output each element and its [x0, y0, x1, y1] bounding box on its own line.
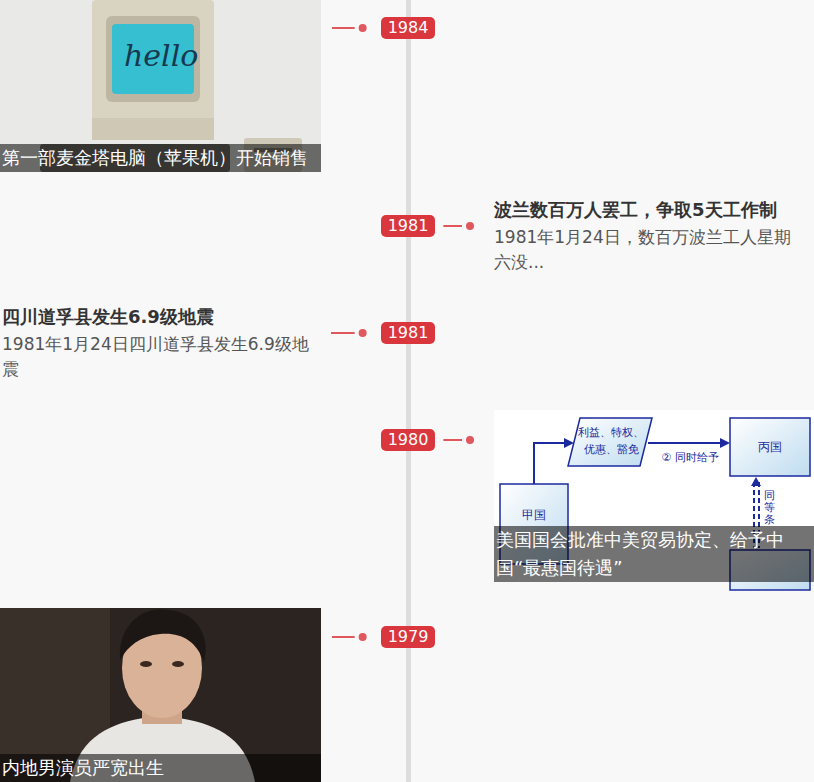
- event-summary: 1981年1月24日，数百万波兰工人星期六没...: [494, 225, 806, 275]
- year-label: 1979: [381, 626, 436, 648]
- year-badge: 1984: [381, 17, 436, 39]
- trade-diagram-picture-part: [720, 438, 730, 448]
- picture-label: 甲国: [500, 507, 568, 523]
- year-label: 1984: [381, 17, 436, 39]
- picture-label-holder: 同等条: [764, 490, 775, 526]
- event-summary: 1981年1月24日四川道孚县发生6.9级地震: [2, 332, 320, 382]
- timeline-connector: [332, 24, 367, 32]
- trade-diagram-picture-part: [730, 418, 810, 476]
- trade-diagram-picture-part: [494, 410, 814, 582]
- year-badge: 1979: [381, 626, 436, 648]
- timeline-connector: [443, 436, 474, 444]
- photo-caption: 内地男演员严宽出生: [0, 754, 321, 782]
- picture-label: 同等条: [764, 490, 775, 526]
- picture-label-holder: 利益、特权、 优惠、豁免: [576, 424, 646, 458]
- connector-dot: [359, 329, 367, 337]
- connector-line: [332, 27, 355, 29]
- picture-label: 利益、特权、 优惠、豁免: [576, 424, 646, 458]
- photo-card: 第一部麦金塔电脑（苹果机）开始销售: [0, 0, 321, 172]
- year-badge: 1981: [381, 322, 436, 344]
- connector-line: [443, 439, 462, 441]
- timeline-connector: [331, 329, 367, 337]
- year-label: 1981: [381, 322, 436, 344]
- macintosh-photo-part: [0, 0, 321, 172]
- trade-diagram-picture-part: [564, 438, 574, 448]
- picture-label-holder: hello: [124, 36, 194, 75]
- trade-diagram-picture-part: [534, 443, 566, 484]
- picture-label-holder: 丙国: [730, 439, 810, 455]
- connector-dot: [466, 436, 474, 444]
- timeline-connector: [443, 222, 474, 230]
- photo-caption: 第一部麦金塔电脑（苹果机）开始销售: [0, 144, 321, 172]
- macintosh-photo-part: [92, 118, 214, 140]
- year-label: 1981: [381, 215, 436, 237]
- year-badge: 1981: [381, 215, 436, 237]
- photo-caption: 美国国会批准中美贸易协定、给予中国“最惠国待遇”: [494, 526, 814, 582]
- photo-card: 内地男演员严宽出生: [0, 608, 321, 782]
- actor-portrait-part: [172, 661, 184, 667]
- trade-diagram-picture-part: [751, 477, 761, 486]
- actor-portrait-part: [140, 661, 152, 667]
- trade-diagram-picture-part: [568, 418, 652, 466]
- timeline-axis: [406, 0, 411, 782]
- picture-label: hello: [124, 36, 194, 75]
- actor-portrait: [0, 608, 321, 782]
- picture-label: ② 同时给予: [655, 451, 725, 465]
- year-label: 1980: [381, 429, 436, 451]
- picture-label-holder: 甲国: [500, 507, 568, 523]
- connector-dot: [359, 24, 367, 32]
- connector-dot: [359, 633, 367, 641]
- connector-dot: [466, 222, 474, 230]
- macintosh-photo-part: [92, 0, 214, 140]
- trade-diagram-picture: [494, 410, 814, 590]
- connector-line: [332, 636, 355, 638]
- actor-portrait-part: [120, 609, 206, 662]
- connector-line: [331, 332, 355, 334]
- picture-label-holder: ② 同时给予: [655, 451, 725, 465]
- picture-label: 丙国: [730, 439, 810, 455]
- actor-portrait-part: [0, 608, 321, 782]
- event-entry: 波兰数百万人罢工，争取5天工作制1981年1月24日，数百万波兰工人星期六没..…: [494, 197, 806, 275]
- event-title: 四川道孚县发生6.9级地震: [2, 304, 320, 330]
- connector-line: [443, 225, 462, 227]
- year-badge: 1980: [381, 429, 436, 451]
- macintosh-photo: [0, 0, 321, 172]
- event-title: 波兰数百万人罢工，争取5天工作制: [494, 197, 806, 223]
- trade-diagram-picture-part: [648, 442, 722, 444]
- event-entry: 四川道孚县发生6.9级地震1981年1月24日四川道孚县发生6.9级地震: [2, 304, 320, 382]
- timeline-connector: [332, 633, 367, 641]
- macintosh-photo-part: [106, 16, 200, 102]
- macintosh-photo-part: [112, 24, 194, 94]
